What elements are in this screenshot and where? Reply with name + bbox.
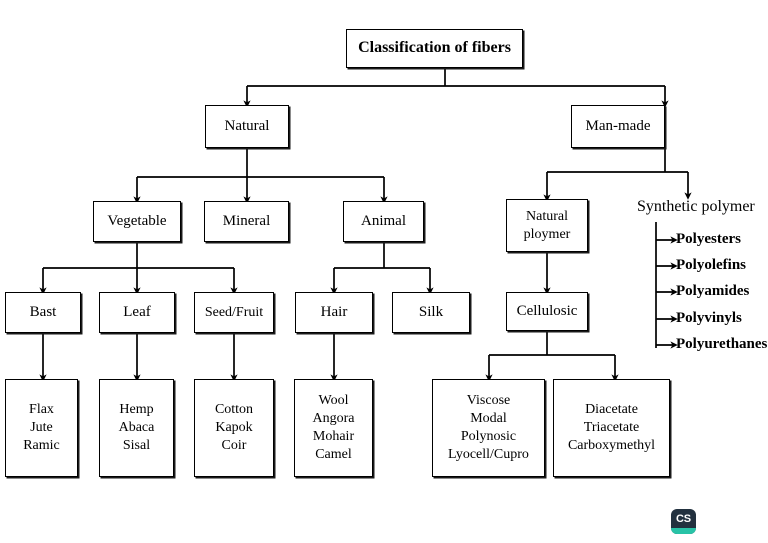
syn-item-polyurethanes[interactable]: Polyurethanes bbox=[676, 336, 767, 353]
node-seed-fruit-label: Seed/Fruit bbox=[204, 304, 264, 320]
syn-item-polyolefins[interactable]: Polyolefins bbox=[676, 257, 746, 274]
node-hair-fibers[interactable]: Wool Angora Mohair Camel bbox=[294, 379, 373, 477]
node-acetate-fibers-label: Diacetate Triacetate Carboxymethyl bbox=[567, 402, 656, 453]
syn-item-polyvinyls[interactable]: Polyvinyls bbox=[676, 310, 742, 327]
node-root[interactable]: Classification of fibers bbox=[346, 29, 523, 68]
cs-watermark-accent-bar bbox=[671, 528, 696, 534]
node-mineral[interactable]: Mineral bbox=[204, 201, 289, 242]
node-man-made-label: Man-made bbox=[585, 117, 651, 134]
node-leaf-label: Leaf bbox=[123, 303, 151, 320]
node-bast[interactable]: Bast bbox=[5, 292, 81, 333]
node-silk[interactable]: Silk bbox=[392, 292, 470, 333]
node-seed-fibers-label: Cotton Kapok Coir bbox=[214, 402, 254, 453]
node-regenerated-fibers[interactable]: Viscose Modal Polynosic Lyocell/Cupro bbox=[432, 379, 545, 477]
node-bast-label: Bast bbox=[29, 303, 57, 320]
node-hair-fibers-label: Wool Angora Mohair Camel bbox=[312, 393, 355, 462]
node-vegetable-label: Vegetable bbox=[107, 212, 167, 229]
node-animal-label: Animal bbox=[361, 212, 406, 229]
node-seed-fibers[interactable]: Cotton Kapok Coir bbox=[194, 379, 274, 477]
node-seed-fruit[interactable]: Seed/Fruit bbox=[194, 292, 274, 333]
node-man-made[interactable]: Man-made bbox=[571, 105, 665, 148]
syn-item-polyesters-label: Polyesters bbox=[676, 231, 741, 247]
syn-item-polyesters[interactable]: Polyesters bbox=[676, 231, 741, 248]
node-silk-label: Silk bbox=[418, 303, 444, 320]
node-cellulosic[interactable]: Cellulosic bbox=[506, 292, 588, 331]
node-natural[interactable]: Natural bbox=[205, 105, 289, 148]
syn-item-polyurethanes-label: Polyurethanes bbox=[676, 336, 768, 352]
node-root-label: Classification of fibers bbox=[358, 39, 511, 57]
cs-watermark-logo: CS bbox=[671, 509, 696, 534]
syn-item-polyamides-label: Polyamides bbox=[676, 283, 750, 299]
node-natural-polymer-label: Natural ploymer bbox=[523, 208, 571, 242]
node-synthetic-polymer-label: Synthetic polymer bbox=[637, 198, 755, 215]
node-natural-label: Natural bbox=[224, 117, 270, 134]
node-bast-fibers-label: Flax Jute Ramic bbox=[23, 402, 60, 453]
node-acetate-fibers[interactable]: Diacetate Triacetate Carboxymethyl bbox=[553, 379, 670, 477]
node-mineral-label: Mineral bbox=[222, 212, 271, 229]
syn-item-polyvinyls-label: Polyvinyls bbox=[676, 310, 742, 326]
node-leaf-fibers-label: Hemp Abaca Sisal bbox=[118, 402, 155, 453]
node-bast-fibers[interactable]: Flax Jute Ramic bbox=[5, 379, 78, 477]
cs-watermark-label: CS bbox=[676, 512, 691, 525]
node-cellulosic-label: Cellulosic bbox=[516, 302, 578, 319]
syn-item-polyolefins-label: Polyolefins bbox=[676, 257, 746, 273]
node-synthetic-polymer[interactable]: Synthetic polymer bbox=[637, 198, 755, 216]
node-regenerated-fibers-label: Viscose Modal Polynosic Lyocell/Cupro bbox=[448, 393, 529, 462]
node-hair[interactable]: Hair bbox=[295, 292, 373, 333]
node-leaf-fibers[interactable]: Hemp Abaca Sisal bbox=[99, 379, 174, 477]
node-animal[interactable]: Animal bbox=[343, 201, 424, 242]
node-hair-label: Hair bbox=[320, 303, 348, 320]
node-leaf[interactable]: Leaf bbox=[99, 292, 175, 333]
node-natural-polymer[interactable]: Natural ploymer bbox=[506, 199, 588, 252]
node-vegetable[interactable]: Vegetable bbox=[93, 201, 181, 242]
syn-item-polyamides[interactable]: Polyamides bbox=[676, 283, 749, 300]
